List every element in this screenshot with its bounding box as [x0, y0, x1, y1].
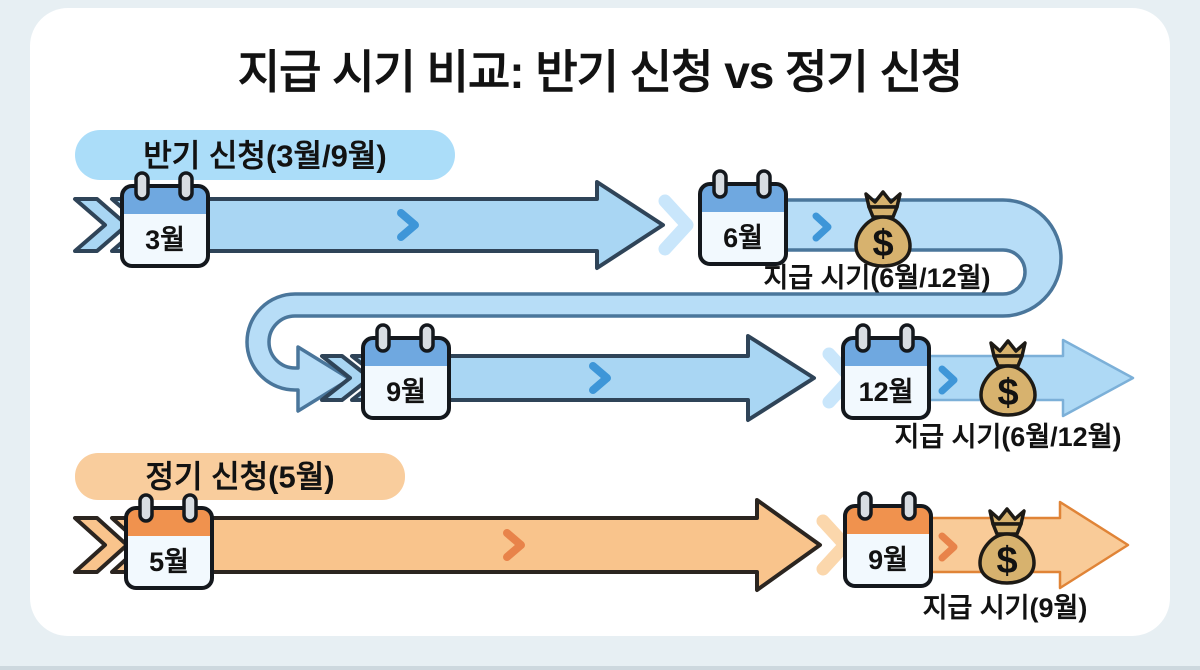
calendar-icon: 9월 [843, 491, 933, 588]
dollar-sign-label: $ [872, 223, 893, 265]
row2-payout-label: 지급 시기(6월/12월) [894, 422, 1121, 452]
calendar-month-label: 9월 [868, 545, 908, 575]
diagram-title: 지급 시기 비교: 반기 신청 vs 정기 신청 [238, 46, 962, 98]
calendar-month-label: 5월 [149, 547, 189, 577]
calendar-icon: 3월 [120, 171, 210, 268]
regular-badge-pill [75, 453, 405, 500]
light-chevron-icon [658, 194, 694, 256]
calendar-month-label: 6월 [723, 223, 763, 253]
chevron-right-icon [397, 209, 419, 241]
row1-tail-chevron [73, 197, 129, 253]
semiannual-badge-label: 반기 신청(3월/9월) [143, 139, 386, 174]
calendar-icon: 12월 [841, 323, 931, 420]
row3-payout-label: 지급 시기(9월) [923, 593, 1088, 623]
dollar-sign-label: $ [997, 372, 1018, 414]
row1-payout-label: 지급 시기(6월/12월) [763, 263, 990, 293]
semiannual-loop-connector-arrow [245, 198, 1063, 413]
row2-tail-chevron [320, 354, 372, 402]
semiannual-badge-pill [75, 130, 455, 180]
calendar-month-label: 12월 [859, 377, 914, 407]
regular-badge: 정기 신청(5월) [75, 453, 405, 500]
dollar-sign-label: $ [996, 540, 1017, 582]
chevron-right-icon [938, 365, 958, 395]
calendar-icon: 6월 [698, 169, 788, 266]
row3-tail-chevron [73, 516, 129, 574]
calendar-month-label: 3월 [145, 225, 185, 255]
calendar-month-label: 9월 [386, 377, 426, 407]
money-bag-icon: $ [978, 507, 1036, 585]
calendar-icon: 9월 [361, 323, 451, 420]
chevron-right-icon [938, 532, 958, 562]
regular-badge-label: 정기 신청(5월) [145, 460, 334, 495]
semiannual-badge: 반기 신청(3월/9월) [75, 130, 455, 180]
bottom-edge-line [0, 666, 1200, 670]
chevron-right-icon [589, 362, 611, 394]
money-bag-icon: $ [979, 339, 1037, 417]
money-bag-icon: $ [854, 190, 912, 268]
chevron-right-icon [503, 529, 525, 561]
calendar-icon: 5월 [124, 493, 214, 590]
chevron-right-icon [812, 212, 832, 242]
semiannual-row1-arrow [73, 180, 832, 270]
